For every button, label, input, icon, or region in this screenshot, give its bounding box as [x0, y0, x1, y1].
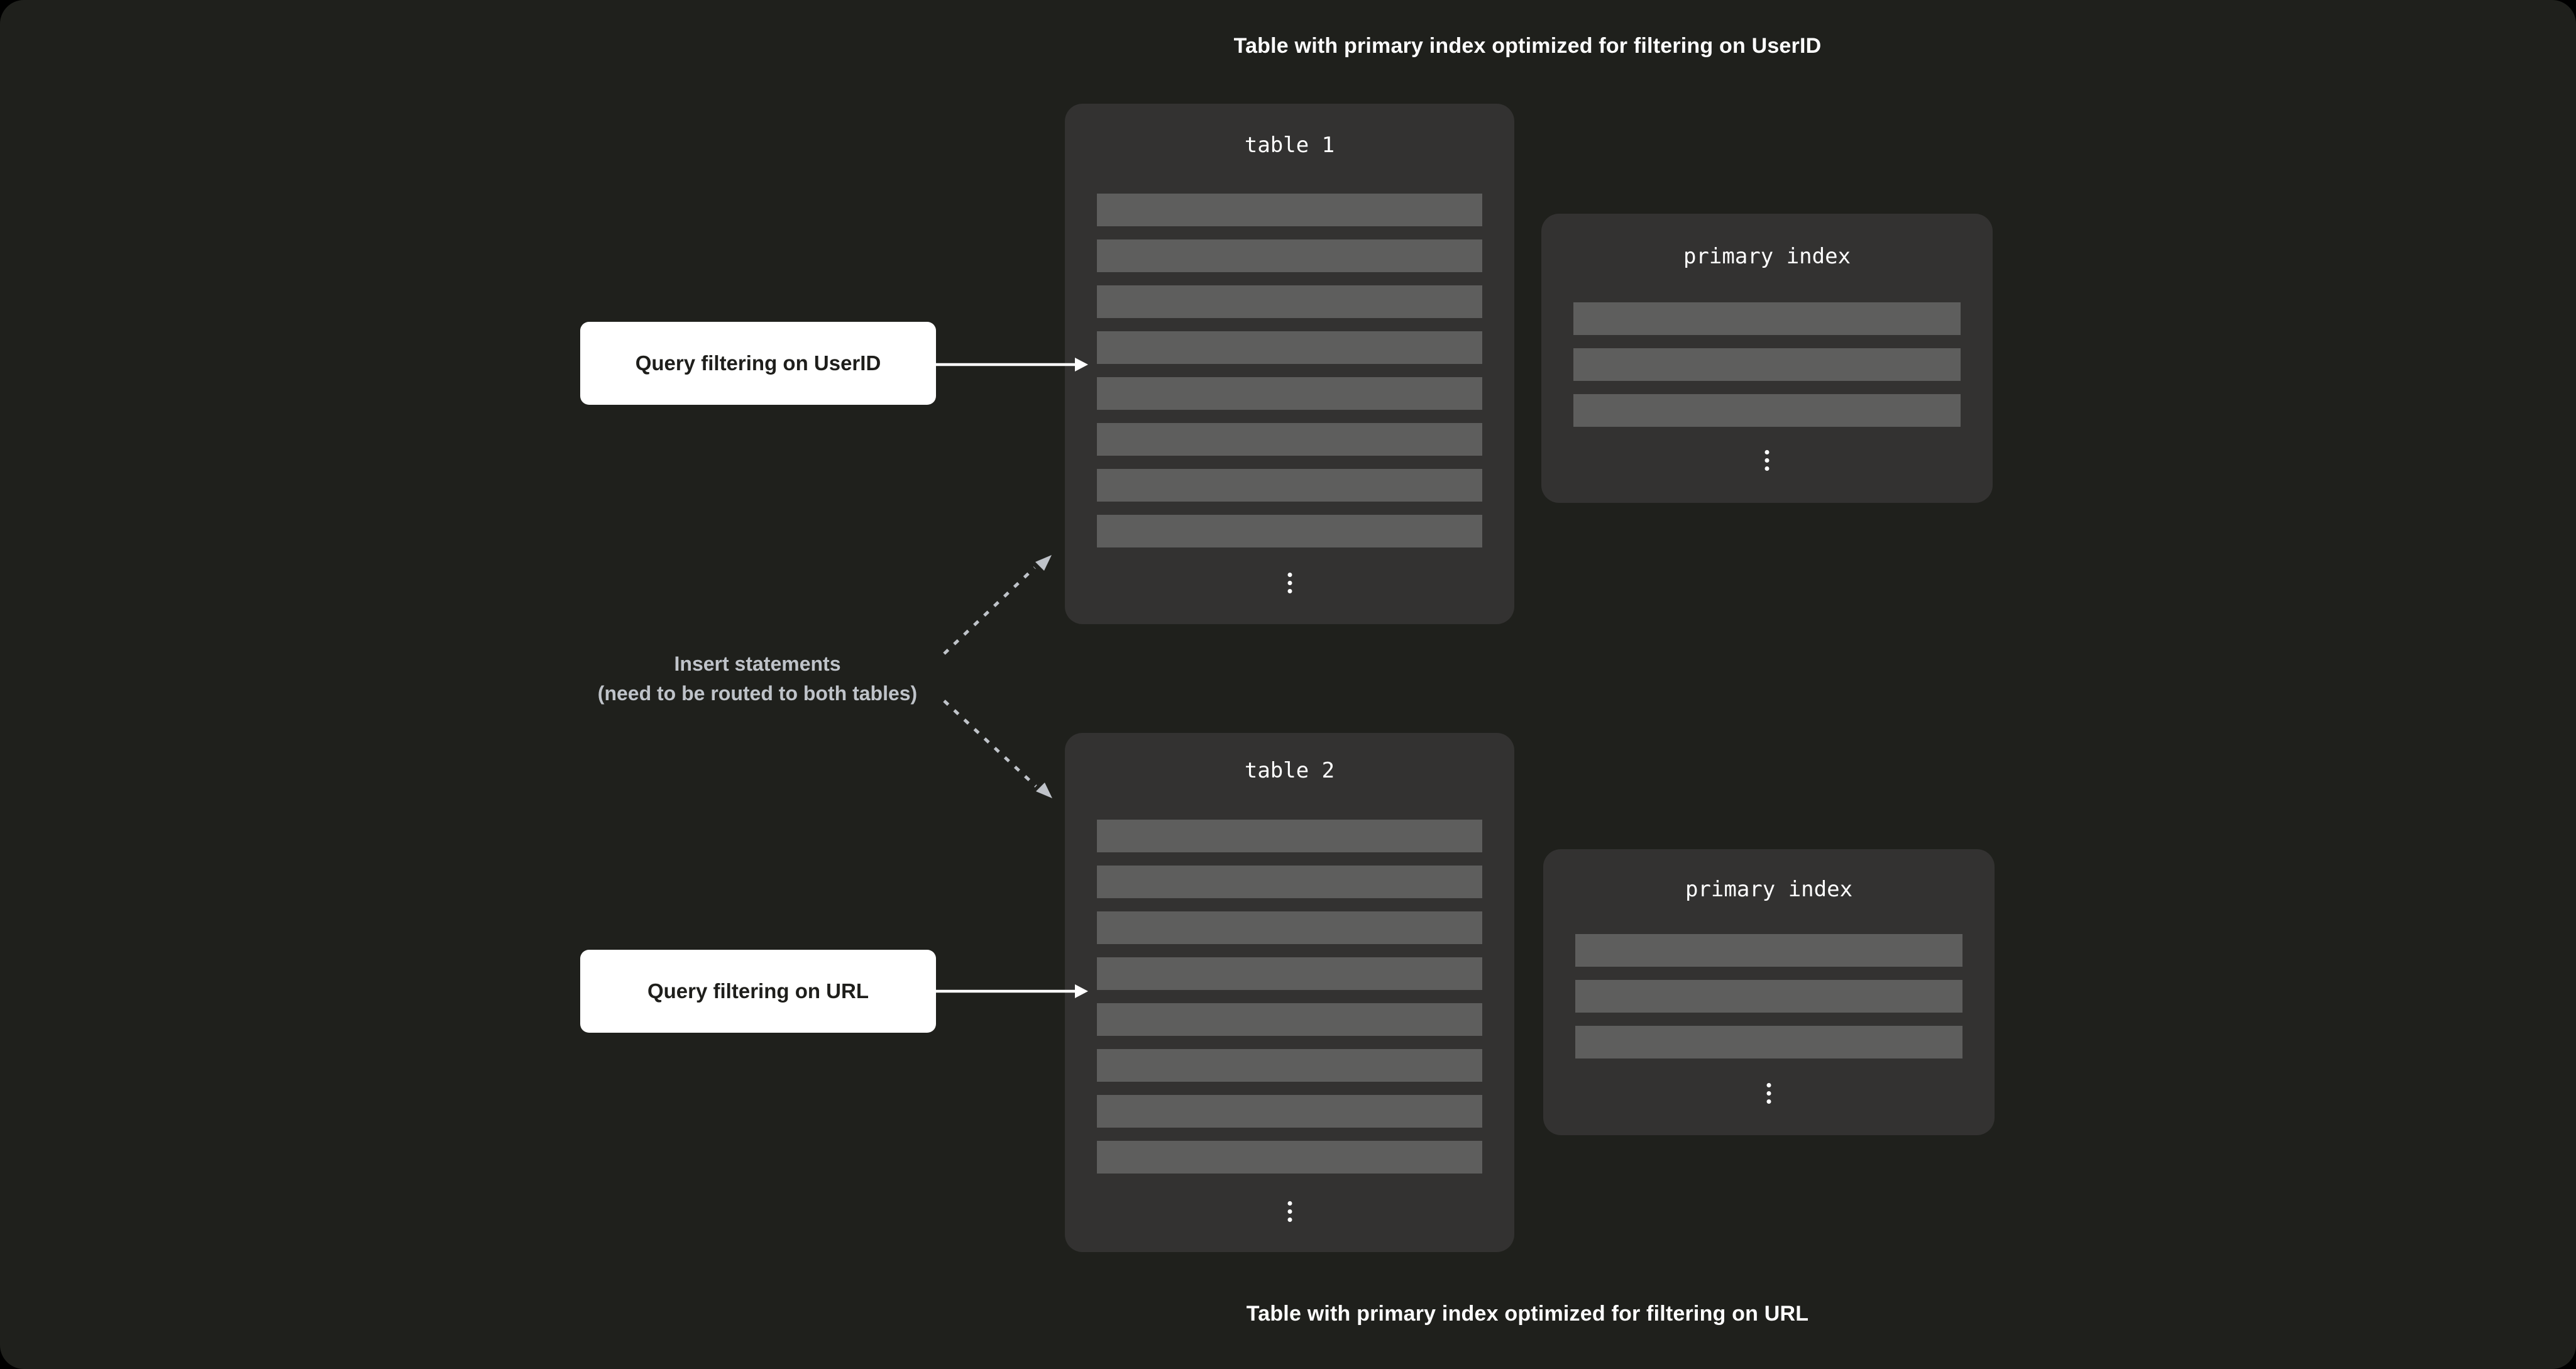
vertical-ellipsis-icon	[1287, 1201, 1292, 1222]
table2-rows	[1097, 820, 1482, 1174]
table-row	[1097, 194, 1482, 226]
vertical-ellipsis-icon	[1766, 1083, 1771, 1104]
query-userid-label: Query filtering on UserID	[580, 322, 936, 405]
primary-index1-title: primary index	[1683, 244, 1851, 269]
top-caption: Table with primary index optimized for f…	[1233, 34, 1822, 58]
table-row	[1097, 285, 1482, 318]
table-row	[1097, 866, 1482, 898]
primary-index1-rows	[1573, 302, 1961, 427]
table-row	[1573, 394, 1961, 427]
ellipsis-dot	[1287, 589, 1292, 593]
ellipsis-dot	[1766, 1091, 1771, 1096]
ellipsis-dot	[1764, 458, 1770, 463]
table-row	[1097, 239, 1482, 272]
ellipsis-dot	[1287, 573, 1292, 577]
table-row	[1573, 348, 1961, 381]
table-row	[1097, 911, 1482, 944]
table-row	[1575, 1026, 1962, 1058]
ellipsis-dot	[1766, 1083, 1771, 1087]
ellipsis-dot	[1766, 1099, 1771, 1104]
table-row	[1573, 302, 1961, 335]
table2-title: table 2	[1244, 758, 1335, 783]
ellipsis-dot	[1287, 1209, 1292, 1214]
table-row	[1097, 377, 1482, 410]
table-row	[1097, 423, 1482, 456]
primary-index2-rows	[1575, 934, 1962, 1058]
insert-note-line1: Insert statements	[674, 652, 841, 675]
ellipsis-dot	[1287, 1201, 1292, 1206]
query-url-label: Query filtering on URL	[580, 950, 936, 1033]
ellipsis-dot	[1764, 466, 1770, 471]
table-row	[1097, 820, 1482, 852]
ellipsis-dot	[1764, 450, 1770, 454]
primary-index1-card: primary index	[1541, 214, 1993, 503]
vertical-ellipsis-icon	[1764, 450, 1770, 471]
table-row	[1097, 469, 1482, 502]
ellipsis-dot	[1287, 1218, 1292, 1222]
primary-index2-card: primary index	[1543, 849, 1995, 1135]
ellipsis-dot	[1287, 581, 1292, 585]
table-row	[1575, 980, 1962, 1013]
table1-rows	[1097, 194, 1482, 547]
table-row	[1575, 934, 1962, 967]
table1-card: table 1	[1065, 104, 1514, 624]
table2-card: table 2	[1065, 733, 1514, 1252]
primary-index2-title: primary index	[1685, 877, 1853, 902]
vertical-ellipsis-icon	[1287, 573, 1292, 593]
table-row	[1097, 1095, 1482, 1128]
insert-note-line2: (need to be routed to both tables)	[597, 682, 918, 705]
table1-title: table 1	[1244, 133, 1335, 158]
table-row	[1097, 1141, 1482, 1174]
table-row	[1097, 515, 1482, 547]
table-row	[1097, 957, 1482, 990]
bottom-caption: Table with primary index optimized for f…	[1246, 1302, 1809, 1326]
insert-statements-note: Insert statements (need to be routed to …	[598, 649, 917, 708]
table-row	[1097, 1003, 1482, 1036]
table-row	[1097, 1049, 1482, 1082]
table-row	[1097, 331, 1482, 364]
